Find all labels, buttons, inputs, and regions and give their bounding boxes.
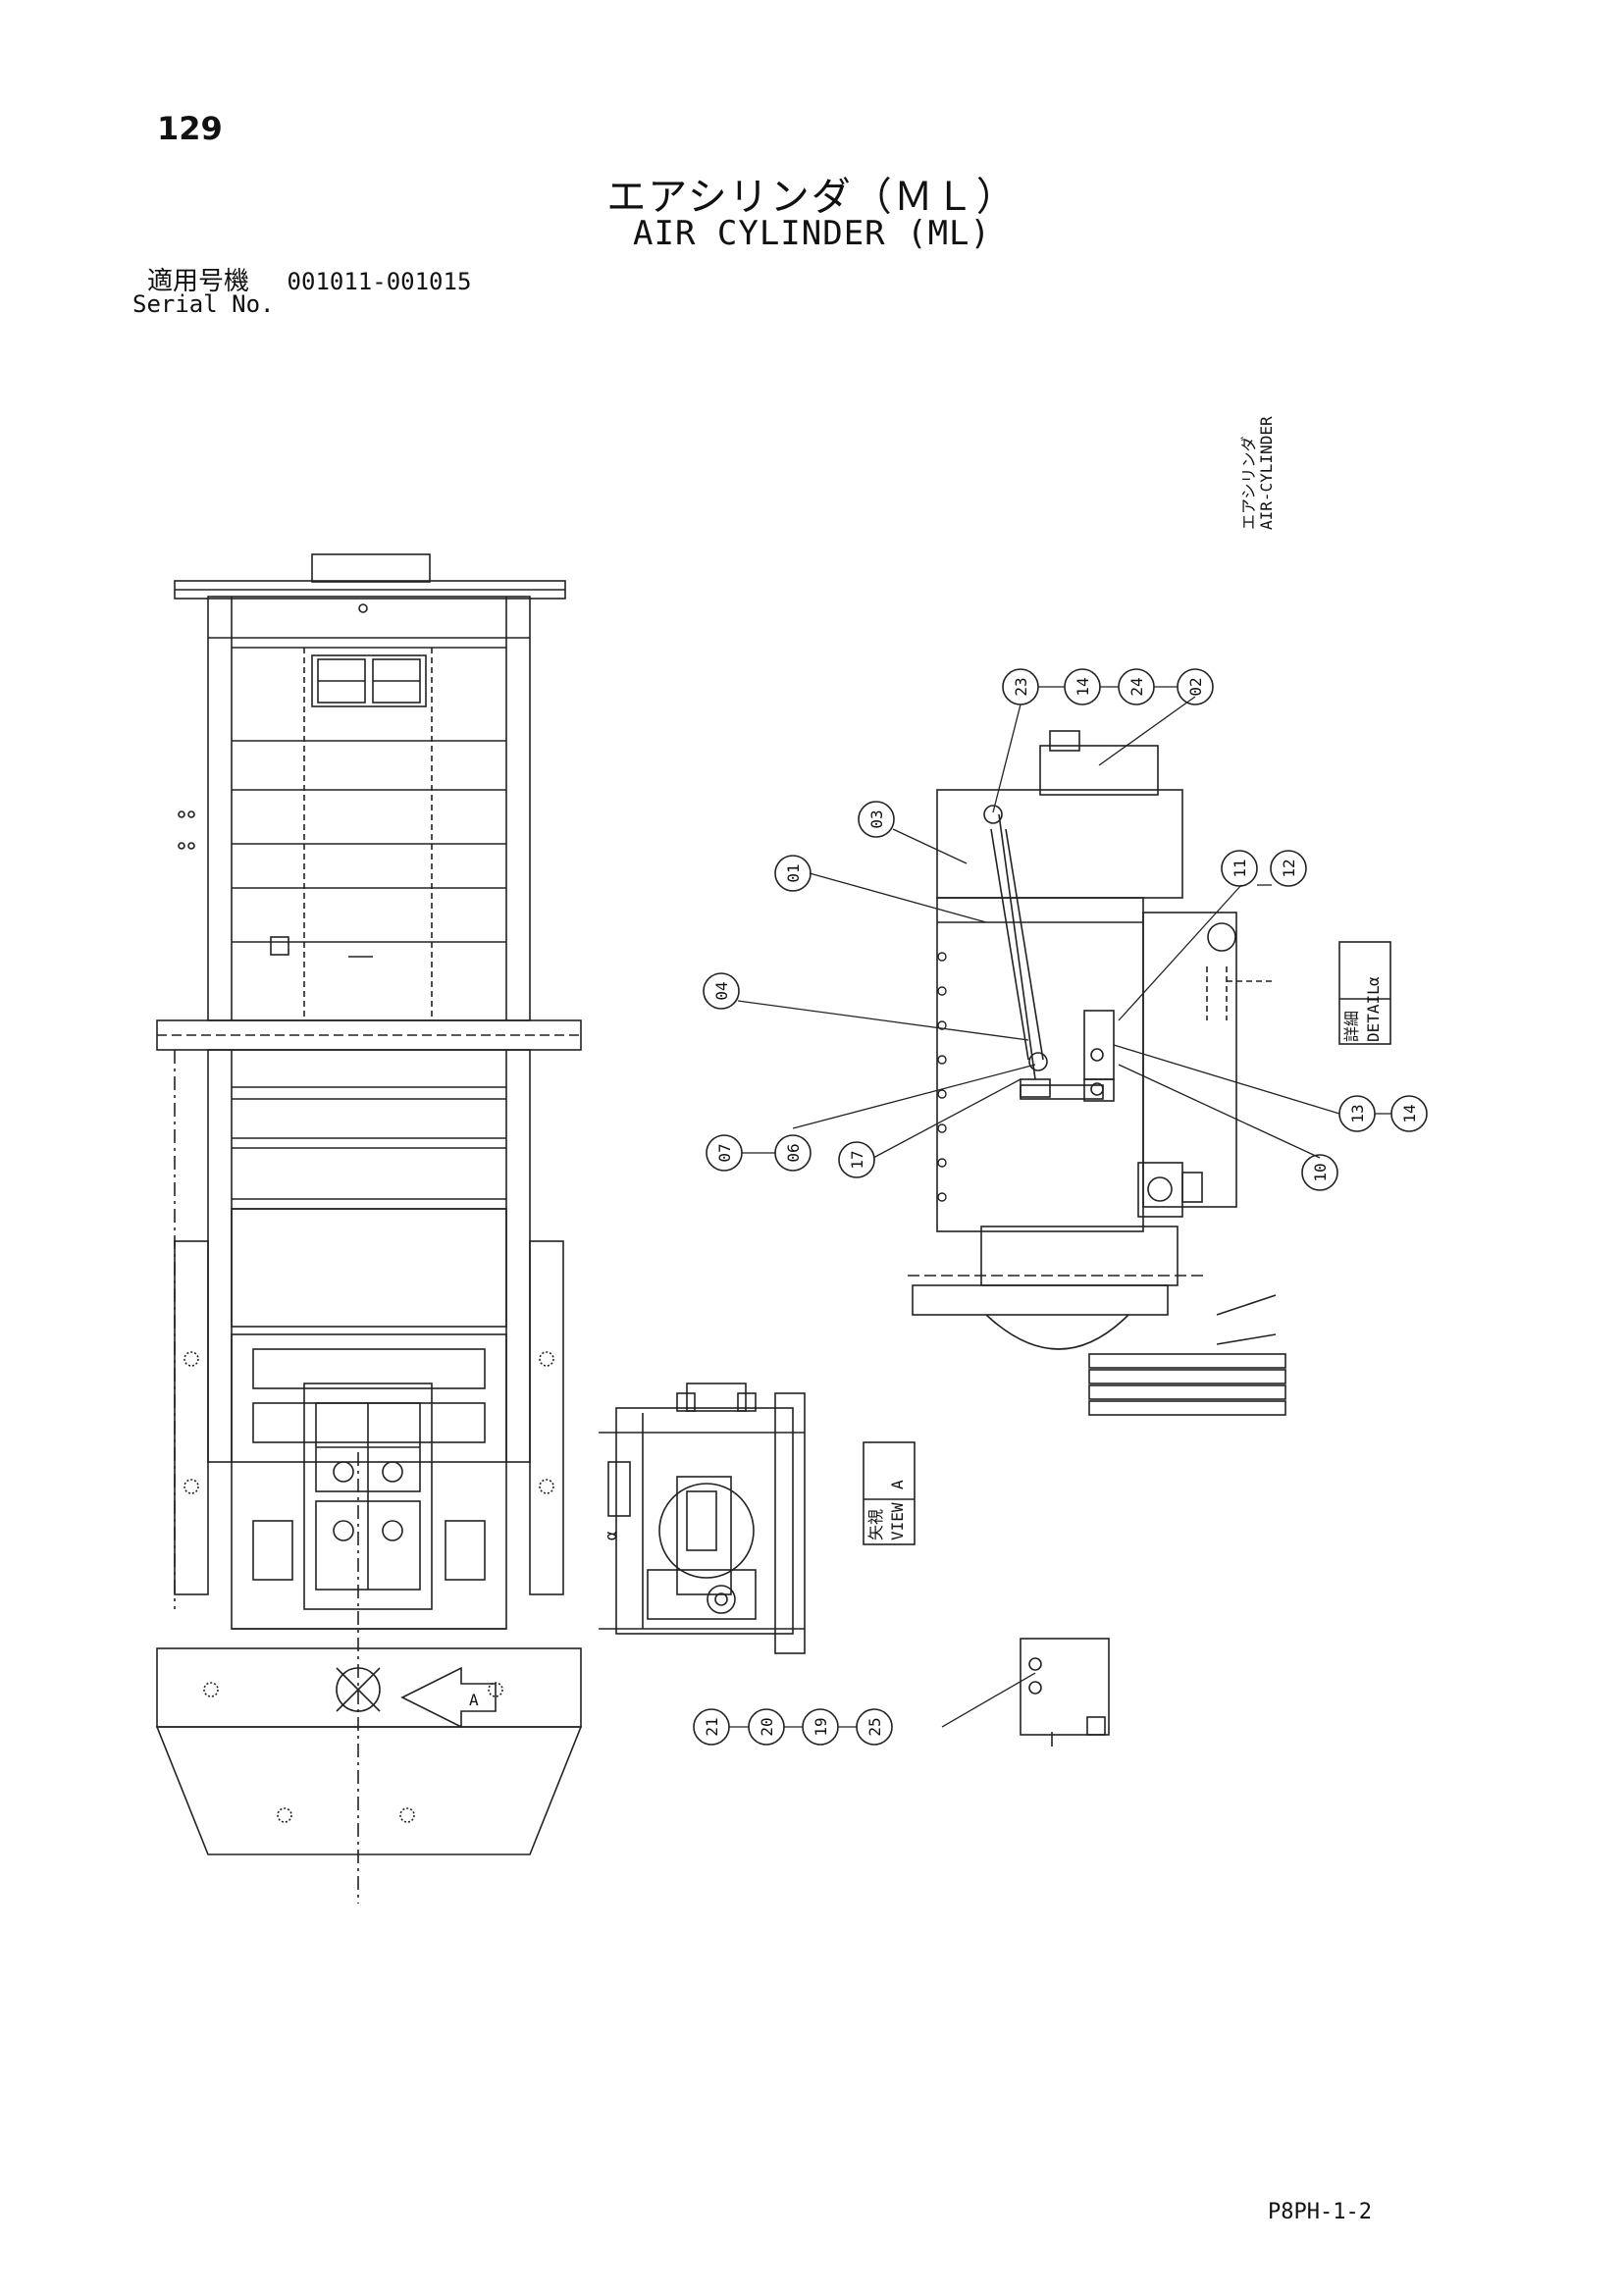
detail-alpha-label: 詳細 DETAIL α (1338, 941, 1391, 1045)
svg-text:03: 03 (867, 809, 886, 828)
callout-04: 04 (703, 972, 740, 1010)
machine-top-view: A (155, 553, 583, 1904)
callout-13: 13 (1338, 1095, 1376, 1132)
detail-label-english: DETAIL (1364, 985, 1383, 1042)
page-number: 129 (157, 110, 223, 147)
callout-14-detail: 14 (1390, 1095, 1428, 1132)
view-label-letter: A (888, 1480, 907, 1489)
svg-text:04: 04 (712, 981, 731, 1000)
svg-text:24: 24 (1127, 677, 1146, 696)
svg-text:20: 20 (758, 1717, 776, 1736)
callout-23: 23 (1002, 668, 1039, 705)
svg-text:07: 07 (715, 1143, 734, 1162)
view-label-japanese: 矢視 (866, 1509, 885, 1540)
callouts: 23 14 24 02 03 01 11 12 04 13 14 10 07 0… (693, 668, 1428, 1746)
detail-alpha-drawing (908, 730, 1286, 1416)
page-title-english: AIR CYLINDER (ML) (633, 214, 991, 253)
svg-text:21: 21 (703, 1717, 721, 1736)
view-a-detail-marker: α (602, 1531, 620, 1540)
svg-text:12: 12 (1280, 859, 1298, 877)
bracket-detail-drawing (1020, 1638, 1110, 1747)
svg-text:25: 25 (865, 1717, 884, 1736)
serial-label-japanese: 適用号機 (147, 267, 250, 296)
svg-text:02: 02 (1186, 677, 1205, 696)
callout-06: 06 (774, 1134, 812, 1172)
callout-25: 25 (856, 1708, 893, 1746)
svg-text:01: 01 (784, 863, 803, 882)
callout-10: 10 (1301, 1154, 1338, 1191)
svg-text:19: 19 (812, 1717, 830, 1736)
callout-03: 03 (858, 801, 895, 838)
page-title-japanese: エアシリンダ（ＭＬ） (606, 175, 1018, 220)
detail-label-letter: α (1364, 976, 1383, 986)
svg-text:14: 14 (1074, 677, 1092, 696)
callout-19: 19 (802, 1708, 839, 1746)
callout-17: 17 (838, 1141, 875, 1178)
svg-text:11: 11 (1231, 859, 1249, 877)
callout-01: 01 (774, 855, 812, 892)
callout-20: 20 (748, 1708, 785, 1746)
drawing-code: P8PH-1-2 (1268, 2200, 1372, 2224)
callout-21: 21 (693, 1708, 730, 1746)
callout-11: 11 (1221, 850, 1258, 887)
air-cylinder-label-english: AIR-CYLINDER (1257, 416, 1276, 530)
callout-24: 24 (1118, 668, 1155, 705)
serial-row: 適用号機 001011-001015 (147, 261, 471, 297)
leader-lines (729, 686, 1391, 1728)
callout-02: 02 (1177, 668, 1214, 705)
serial-value: 001011-001015 (287, 268, 472, 295)
svg-text:10: 10 (1311, 1163, 1330, 1181)
view-label-english: VIEW (888, 1502, 907, 1540)
callout-12: 12 (1270, 850, 1307, 887)
view-a-label: 矢視 VIEW A (863, 1441, 916, 1545)
svg-text:23: 23 (1012, 677, 1030, 696)
detail-label-japanese: 詳細 (1342, 1011, 1361, 1042)
view-arrow-letter: A (469, 1691, 479, 1709)
serial-label-english: Serial No. (132, 290, 275, 318)
callout-07: 07 (706, 1134, 743, 1172)
air-cylinder-label-japanese: エアシリンダ (1239, 437, 1258, 530)
view-a-drawing: α (599, 1383, 806, 1654)
svg-text:17: 17 (848, 1150, 866, 1169)
svg-text:14: 14 (1400, 1104, 1419, 1122)
callout-14: 14 (1064, 668, 1101, 705)
svg-text:06: 06 (784, 1143, 803, 1162)
svg-text:13: 13 (1348, 1104, 1367, 1122)
